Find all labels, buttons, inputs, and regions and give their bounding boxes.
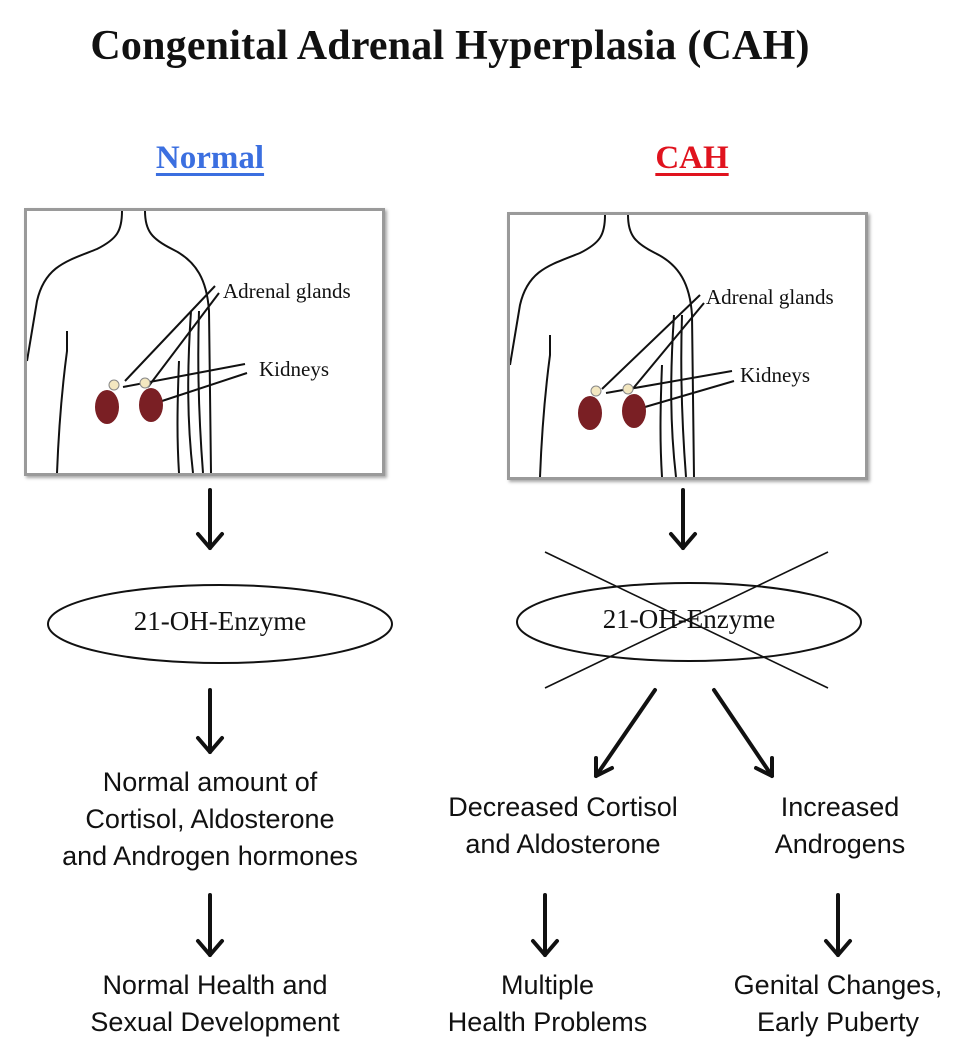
normal-hormone-result: Normal amount of Cortisol, Aldosterone a…: [62, 767, 358, 871]
torso-illustration: [510, 215, 735, 477]
normal-outcome: Normal Health and Sexual Development: [90, 970, 340, 1037]
kidney-left-icon: [95, 379, 120, 424]
cah-decreased-result: Decreased Cortisol and Aldosterone: [448, 792, 678, 859]
cah-enzyme-ellipse: [516, 582, 862, 662]
cah-anatomy-panel: Adrenal glands Kidneys: [507, 212, 868, 480]
kidneys-label: Kidneys: [259, 357, 329, 381]
arrow-down-icon: [196, 688, 224, 754]
arrow-down-right-icon: [712, 688, 774, 778]
kidney-right-icon: [139, 377, 163, 422]
arrow-down-icon: [669, 488, 697, 550]
arrow-down-icon: [196, 893, 224, 957]
torso-illustration: [27, 211, 248, 473]
cah-left-outcome: Multiple Health Problems: [447, 970, 648, 1037]
normal-anatomy-panel: Adrenal glands Kidneys: [24, 208, 385, 476]
diagram-title: Congenital Adrenal Hyperplasia (CAH): [90, 23, 810, 69]
arrow-down-left-icon: [594, 688, 657, 778]
adrenal-glands-label: Adrenal glands: [706, 285, 834, 309]
arrow-down-icon: [531, 893, 559, 957]
normal-heading: Normal: [155, 140, 265, 176]
kidney-right-icon: [622, 383, 646, 428]
cah-right-outcome: Genital Changes, Early Puberty: [733, 970, 943, 1037]
arrow-down-icon: [824, 893, 852, 957]
arrow-down-icon: [196, 488, 224, 550]
cah-increased-result: Increased Androgens: [774, 792, 906, 859]
normal-enzyme-label: 21-OH-Enzyme: [133, 606, 307, 636]
kidneys-label: Kidneys: [740, 363, 810, 387]
normal-enzyme-ellipse: [47, 584, 393, 664]
cah-enzyme-label: 21-OH-Enzyme: [602, 604, 776, 634]
enzyme-blocked-cross-icon: [544, 551, 829, 689]
cah-heading: CAH: [655, 140, 729, 176]
kidney-left-icon: [578, 385, 602, 430]
adrenal-glands-label: Adrenal glands: [223, 279, 351, 303]
